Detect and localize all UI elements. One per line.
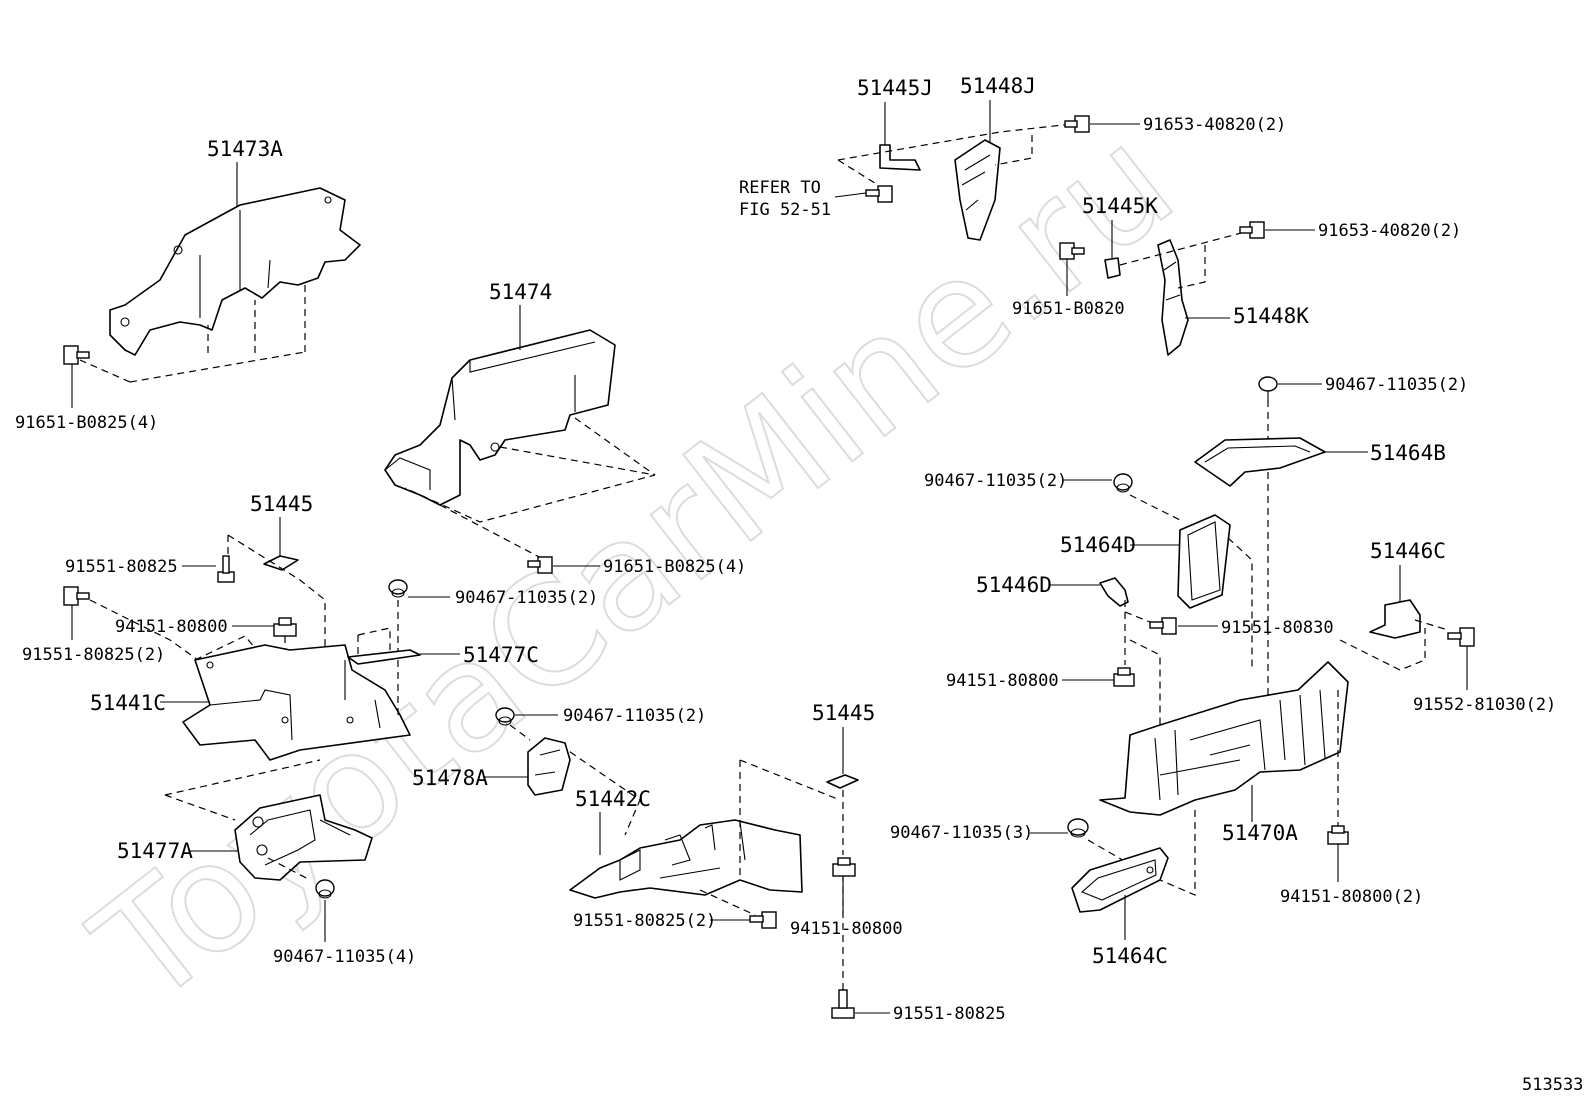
label-91551-80825: 91551-80825 (65, 557, 178, 577)
label-91551-80830: 91551-80830 (1221, 618, 1334, 638)
part-51464B-pad[interactable] (1194, 437, 1326, 487)
label-91551-80825-2-b: 91551-80825(2) (573, 911, 716, 931)
label-51448K: 51448K (1233, 304, 1309, 328)
clip-90467-11035-top (1258, 376, 1278, 400)
label-51478A: 51478A (412, 766, 488, 790)
part-51442C-rail[interactable] (569, 819, 803, 899)
bolt-91651-B0825-center (527, 556, 553, 574)
clip-90467-11035-51464D (1113, 473, 1133, 493)
label-51446D: 51446D (976, 573, 1052, 597)
label-51441C: 51441C (90, 691, 166, 715)
label-51448J: 51448J (960, 74, 1036, 98)
label-51477C: 51477C (463, 643, 539, 667)
label-90467-11035-2-d: 90467-11035(2) (563, 706, 706, 726)
label-51470A: 51470A (1222, 821, 1298, 845)
nut-94151-80800-lower (832, 857, 856, 877)
label-91552-81030-2: 91552-81030(2) (1413, 695, 1556, 715)
label-51442C: 51442C (575, 787, 651, 811)
part-51478A-bracket[interactable] (527, 737, 571, 796)
label-91653-40820-2-a: 91653-40820(2) (1143, 115, 1286, 135)
label-91653-40820-2-b: 91653-40820(2) (1318, 221, 1461, 241)
nut-94151-80800-2 (1327, 825, 1349, 845)
label-94151-80800-a: 94151-80800 (115, 617, 228, 637)
label-94151-80800-c: 94151-80800 (946, 671, 1059, 691)
part-51446D-bracket[interactable] (1099, 577, 1129, 607)
bolt-91551-80825-2-lower (749, 911, 777, 929)
label-90467-11035-2-c: 90467-11035(2) (455, 588, 598, 608)
part-51477C-strip[interactable] (347, 649, 421, 665)
label-51474: 51474 (489, 280, 552, 304)
label-94151-80800-b: 94151-80800 (790, 919, 903, 939)
label-91551-80825-bottom: 91551-80825 (893, 1004, 1006, 1024)
bolt-91551-80825-upper (217, 555, 235, 583)
part-51446C-bracket[interactable] (1369, 599, 1421, 639)
label-51464C: 51464C (1092, 944, 1168, 968)
refer-note-line2: FIG 52-51 (739, 200, 831, 220)
bolt-91653-40820-a (1064, 115, 1090, 133)
part-51448J-bracket[interactable] (954, 139, 1001, 241)
label-90467-11035-2-a: 90467-11035(2) (1325, 375, 1468, 395)
clip-90467-11035-51478A (495, 707, 515, 726)
label-51477A: 51477A (117, 839, 193, 863)
label-91651-B0825-4-left: 91651-B0825(4) (15, 413, 158, 433)
label-90467-11035-4: 90467-11035(4) (273, 947, 416, 967)
bolt-91551-80825-2-left (63, 586, 90, 606)
figure-number: 513533 (1522, 1075, 1583, 1095)
bolt-91551-80830 (1149, 617, 1177, 635)
label-51445K: 51445K (1082, 194, 1158, 218)
part-51464D-pad[interactable] (1177, 514, 1231, 609)
part-51445K-bracket[interactable] (1104, 257, 1121, 279)
label-51445-lower: 51445 (812, 701, 875, 725)
label-51446C: 51446C (1370, 539, 1446, 563)
part-51448K-bracket[interactable] (1157, 239, 1189, 356)
label-91551-80825-2: 91551-80825(2) (22, 645, 165, 665)
bolt-91552-81030 (1447, 627, 1475, 647)
label-91651-B0825-4-center: 91651-B0825(4) (603, 557, 746, 577)
clip-90467-11035-51477C (388, 579, 408, 598)
part-51441C-plate[interactable] (182, 644, 411, 761)
part-51470A-cover[interactable] (1099, 661, 1349, 816)
part-51445-upper-clip[interactable] (263, 555, 299, 571)
bolt-91653-40820-b (1239, 221, 1265, 239)
label-51464B: 51464B (1370, 441, 1446, 465)
bolt-91651-B0820 (1059, 242, 1085, 260)
label-90467-11035-2-b: 90467-11035(2) (924, 471, 1067, 491)
part-51474-cover[interactable] (384, 329, 616, 506)
part-51445-lower-clip[interactable] (826, 774, 859, 789)
nut-94151-80800-left (273, 617, 297, 637)
label-90467-11035-3: 90467-11035(3) (890, 823, 1033, 843)
label-51445-upper: 51445 (250, 492, 313, 516)
part-51464C-pad[interactable] (1071, 847, 1169, 913)
bolt-91551-80825-bottom (831, 989, 855, 1019)
label-51445J: 51445J (857, 76, 933, 100)
nut-94151-80800-right (1113, 667, 1135, 687)
clip-90467-11035-4 (315, 879, 335, 899)
refer-note-line1: REFER TO (739, 178, 821, 198)
label-91651-B0820: 91651-B0820 (1012, 299, 1125, 319)
label-51464D: 51464D (1060, 533, 1136, 557)
label-94151-80800-2: 94151-80800(2) (1280, 887, 1423, 907)
part-51473A-cover[interactable] (109, 187, 361, 356)
bolt-91651-B0825-left (63, 345, 90, 365)
clip-90467-11035-3 (1067, 818, 1089, 838)
label-51473A: 51473A (207, 137, 283, 161)
bolt-refer-fig-52-51 (865, 185, 893, 203)
